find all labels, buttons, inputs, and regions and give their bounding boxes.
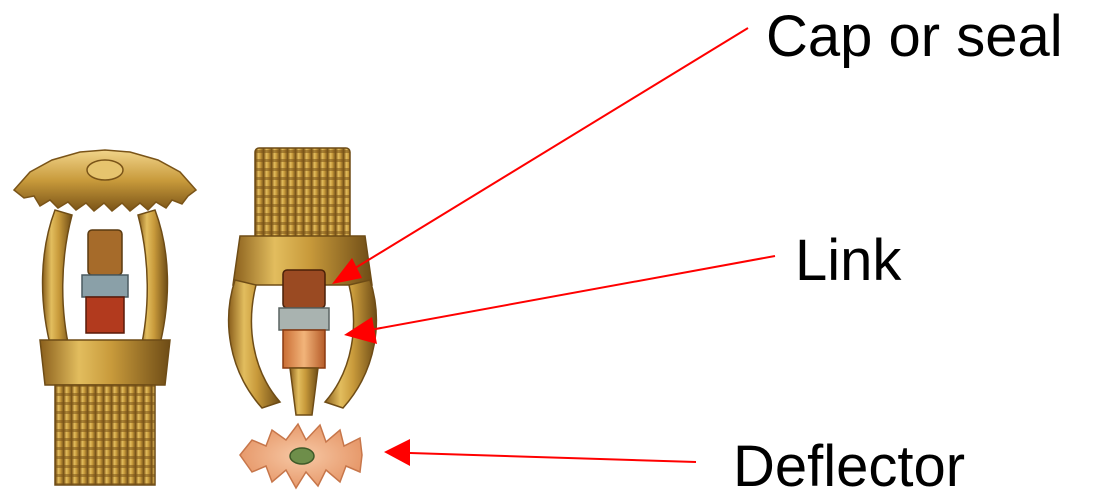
cap-label: Cap or seal bbox=[766, 8, 1063, 66]
callout-arrows bbox=[332, 28, 775, 466]
link-label: Link bbox=[795, 232, 901, 290]
pendent-sprinkler bbox=[229, 148, 377, 488]
link-arrow-line bbox=[370, 256, 775, 330]
deflector-arrow-line bbox=[410, 453, 696, 462]
deflector-arrowhead-icon bbox=[384, 439, 410, 466]
deflector-label: Deflector bbox=[733, 438, 965, 496]
cap-arrow-line bbox=[352, 28, 748, 270]
upright-sprinkler bbox=[14, 150, 196, 485]
